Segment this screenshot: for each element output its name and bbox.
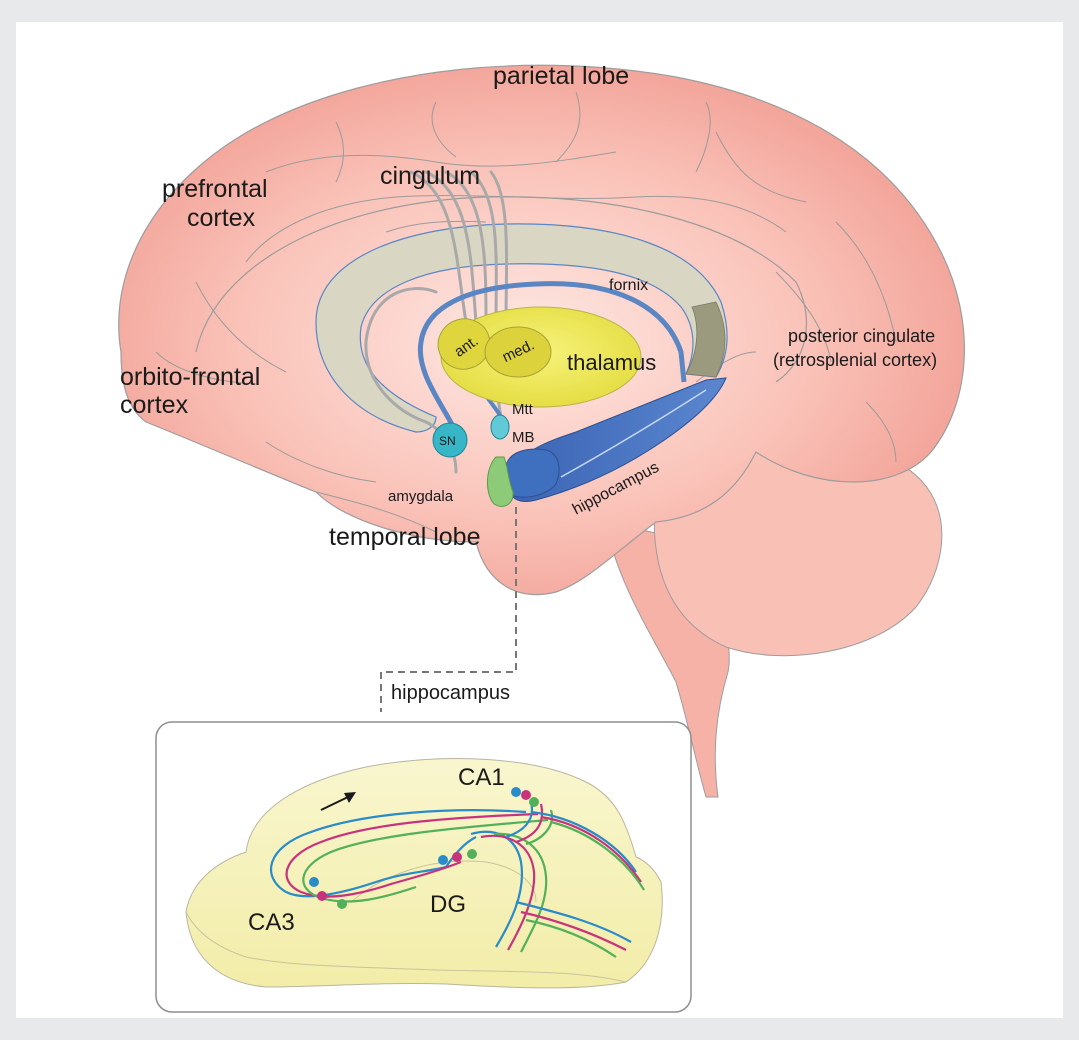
hippocampus-structure [505,377,727,502]
label-orbito-line2: cortex [120,391,189,419]
brain-diagram: parietal lobe prefrontal cortex cingulum… [118,62,965,1013]
label-prefrontal-line1: prefrontal [162,175,268,203]
label-cingulum: cingulum [380,162,480,190]
substantia-nigra [432,422,468,458]
inset-dg-curve [350,860,537,903]
figure-canvas: parietal lobe prefrontal cortex cingulum… [16,22,1063,1018]
synapse-dots [309,787,539,909]
amygdala [487,456,514,507]
hippocampus-highlight [560,389,707,478]
splenium [685,301,726,378]
cingulum-fibers [364,170,509,474]
medial-thalamic-nucleus [484,326,552,378]
label-fornix: fornix [609,277,648,294]
label-amygdala: amygdala [388,488,454,505]
label-mtt: Mtt [512,401,534,418]
sulci [155,91,897,533]
label-mb: MB [512,429,535,446]
mammillary-body [490,414,510,440]
hippocampus-head [505,448,560,498]
trisynaptic-pathway [270,801,645,958]
label-sn: SN [439,434,456,448]
label-hippocampus-inset: hippocampus [391,682,510,704]
label-posterior-line2: (retrosplenial cortex) [773,350,937,370]
label-ca1: CA1 [458,764,505,791]
inset-connector [380,507,517,712]
label-ca3: CA3 [248,909,295,936]
label-prefrontal-line2: cortex [187,204,256,232]
inset-hippocampus-slab [185,758,663,989]
anterior-thalamic-nucleus [437,318,491,370]
label-thalamus: thalamus [567,350,656,375]
cingulate-gyrus [195,196,807,383]
label-temporal-lobe: temporal lobe [329,523,480,551]
fornix [417,281,687,434]
label-orbito-line1: orbito-frontal [120,363,260,391]
inset-slab-face [185,911,627,983]
label-dg: DG [430,891,466,918]
direction-arrow [320,792,356,811]
label-posterior-line1: posterior cingulate [788,326,935,346]
label-parietal-lobe: parietal lobe [493,62,629,90]
